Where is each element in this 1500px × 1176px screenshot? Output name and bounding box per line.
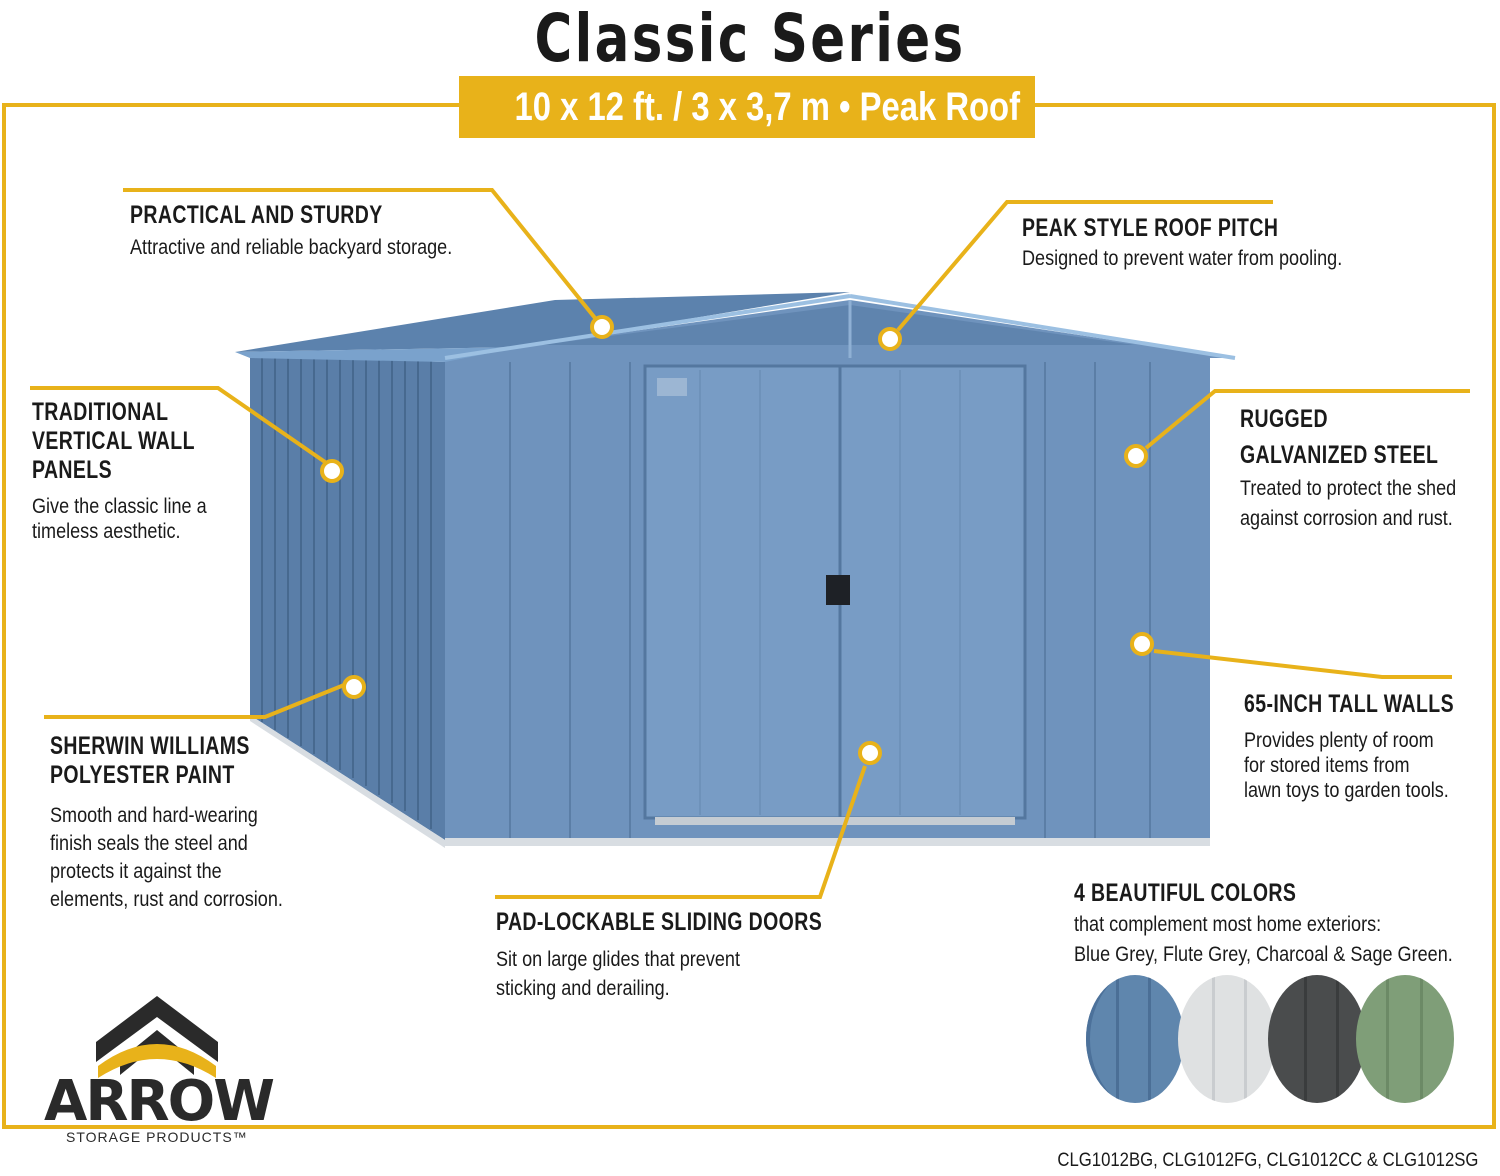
model-numbers: CLG1012BG, CLG1012FG, CLG1012CC & CLG101… [1056, 1150, 1478, 1171]
feature-walls-desc-2: timeless aesthetic. [32, 520, 181, 543]
feature-doors-heading: PAD-LOCKABLE SLIDING DOORS [496, 908, 823, 936]
swatch-charcoal [1268, 975, 1366, 1103]
callout-dot-doors [858, 741, 882, 765]
feature-steel-heading-2: GALVANIZED STEEL [1240, 441, 1439, 469]
size-banner: 10 x 12 ft. / 3 x 3,7 m • Peak Roof [459, 76, 1035, 138]
feature-paint-desc-1: Smooth and hard-wearing [50, 804, 258, 827]
feature-colors-heading: 4 BEAUTIFUL COLORS [1074, 879, 1297, 907]
feature-walls-heading-1: TRADITIONAL [32, 398, 169, 426]
swatch-blue-grey [1086, 975, 1184, 1103]
feature-steel-desc-1: Treated to protect the shed [1240, 477, 1457, 500]
callout-dot-steel [1124, 444, 1148, 468]
feature-doors-desc-1: Sit on large glides that prevent [496, 948, 740, 971]
feature-walls-heading-2: VERTICAL WALL [32, 427, 195, 455]
feature-walls-desc-1: Give the classic line a [32, 495, 207, 518]
callout-dot-tall [1130, 632, 1154, 656]
swatch-flute-grey [1178, 975, 1276, 1103]
feature-peak-desc: Designed to prevent water from pooling. [1022, 247, 1343, 270]
size-banner-text: 10 x 12 ft. / 3 x 3,7 m • Peak Roof [514, 85, 1021, 129]
page-title: Classic Series [534, 0, 966, 77]
feature-colors-desc-1: that complement most home exteriors: [1074, 913, 1382, 936]
feature-paint-desc-3: protects it against the [50, 860, 222, 883]
feature-colors-desc-2: Blue Grey, Flute Grey, Charcoal & Sage G… [1074, 943, 1453, 966]
callout-dot-peak [878, 327, 902, 351]
feature-tall-desc-3: lawn toys to garden tools. [1244, 779, 1449, 802]
feature-walls-heading-3: PANELS [32, 456, 112, 484]
feature-paint-desc-2: finish seals the steel and [50, 832, 248, 855]
logo-subtitle: STORAGE PRODUCTS™ [66, 1129, 248, 1145]
logo-wordmark: ARROW [44, 1069, 275, 1134]
feature-steel-heading-1: RUGGED [1240, 405, 1328, 433]
feature-paint-heading-2: POLYESTER PAINT [50, 761, 235, 789]
feature-paint-heading-1: SHERWIN WILLIAMS [50, 732, 250, 760]
feature-tall-heading: 65-INCH TALL WALLS [1244, 690, 1454, 718]
feature-paint-desc-4: elements, rust and corrosion. [50, 888, 283, 911]
callout-dot-walls [320, 459, 344, 483]
feature-steel-desc-2: against corrosion and rust. [1240, 507, 1453, 530]
feature-doors-desc-2: sticking and derailing. [496, 977, 670, 1000]
feature-practical-desc: Attractive and reliable backyard storage… [130, 236, 453, 259]
swatch-sage-green [1356, 975, 1454, 1103]
feature-peak-heading: PEAK STYLE ROOF PITCH [1022, 214, 1279, 242]
feature-tall-desc-1: Provides plenty of room [1244, 729, 1434, 752]
feature-practical-heading: PRACTICAL AND STURDY [130, 201, 383, 229]
feature-tall-desc-2: for stored items from [1244, 754, 1410, 777]
callout-dot-paint [342, 675, 366, 699]
callout-dot-practical [590, 315, 614, 339]
